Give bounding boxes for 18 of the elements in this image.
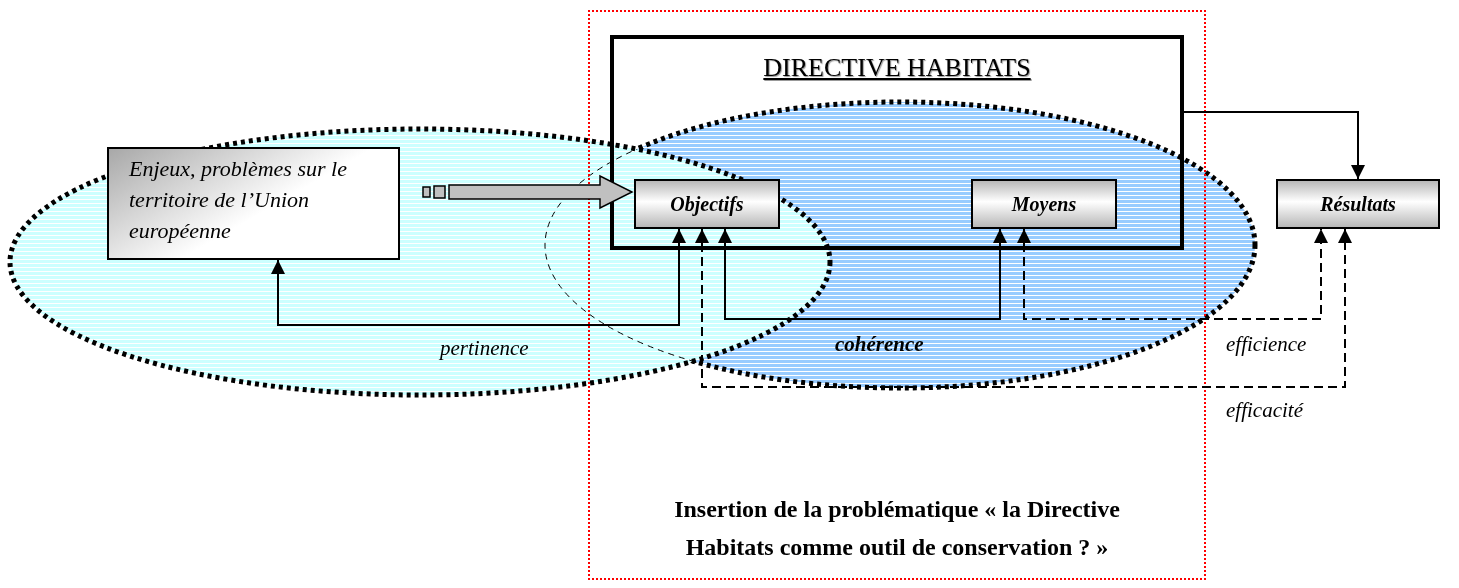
objectives-box: Objectifs xyxy=(634,179,780,229)
dashed-arrow xyxy=(695,228,1352,388)
block-arrow xyxy=(422,174,634,210)
issues-box: Enjeux, problèmes sur le territoire de l’Union européenne xyxy=(107,147,400,260)
edge-label: efficience xyxy=(1226,332,1307,357)
edge-label: cohérence xyxy=(835,332,924,357)
edge-label: pertinence xyxy=(440,336,529,361)
results-box: Résultats xyxy=(1276,179,1440,229)
arrow xyxy=(1183,111,1365,180)
means-box: Moyens xyxy=(971,179,1117,229)
problem-statement-text: Insertion de la problématique « la Directive Habitats comme outil de conservation ? » xyxy=(673,495,1121,562)
directive-box xyxy=(610,35,1184,250)
problem-statement-frame xyxy=(588,10,1206,580)
dashed-arrow xyxy=(1017,228,1328,320)
arrow xyxy=(271,228,686,326)
arrow xyxy=(718,228,1007,320)
edge-label: efficacité xyxy=(1226,398,1303,423)
directive-title: DIRECTIVE HABITATS xyxy=(763,53,1031,83)
